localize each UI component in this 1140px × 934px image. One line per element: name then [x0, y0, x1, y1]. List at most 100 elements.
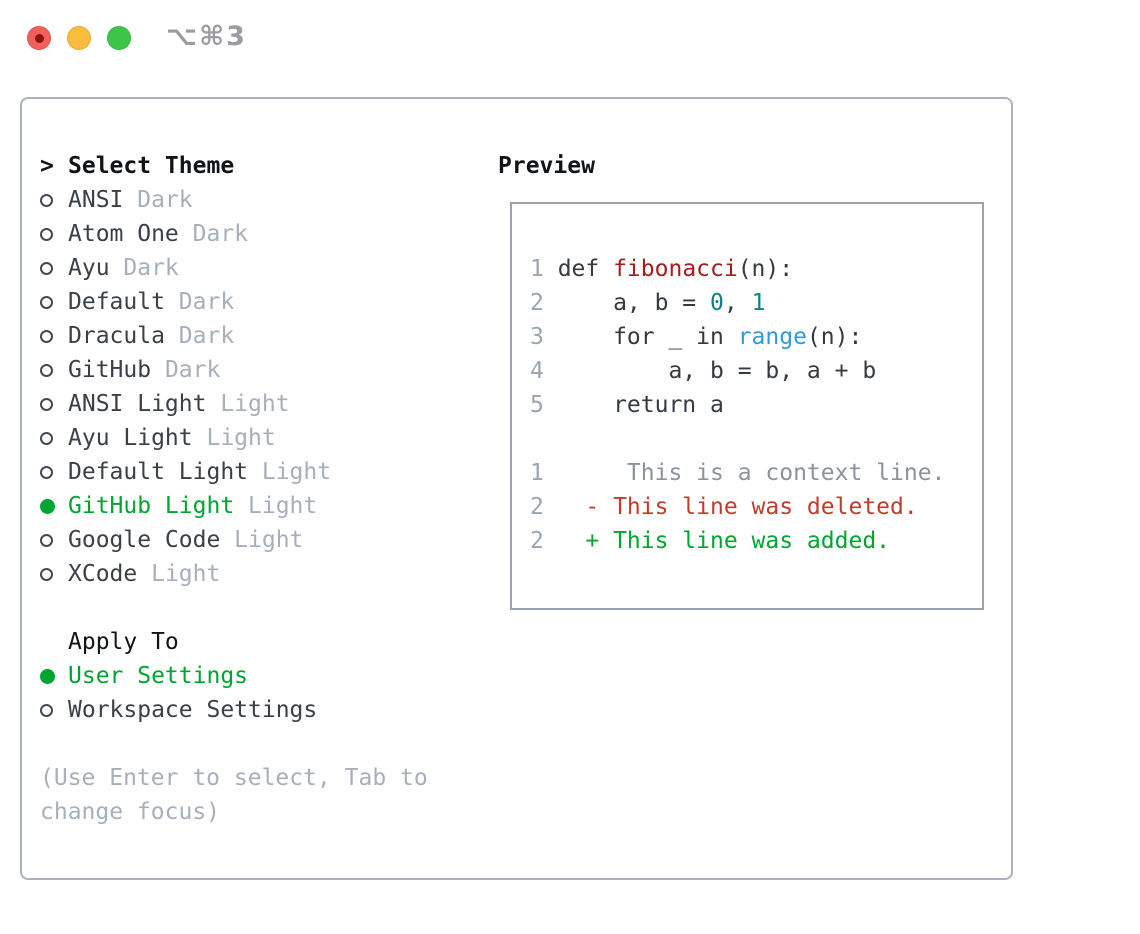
- close-button[interactable]: [27, 26, 51, 50]
- preview-line: 1 def fibonacci(n):: [530, 252, 982, 286]
- radio-icon: [40, 363, 68, 377]
- theme-name: Atom One: [68, 221, 179, 247]
- apply-option-label: User Settings: [68, 663, 249, 689]
- preview-line: 1 This is a context line.: [530, 456, 982, 490]
- theme-name: Google Code: [68, 527, 221, 553]
- theme-variant: Dark: [178, 323, 235, 349]
- theme-variant: Dark: [123, 255, 179, 281]
- line-number: 2: [530, 494, 544, 520]
- code-segment: def: [557, 256, 614, 282]
- theme-variant: Light: [261, 459, 332, 485]
- apply-to-header: Apply To: [40, 625, 442, 659]
- focus-arrow-icon: >: [40, 153, 54, 179]
- theme-item[interactable]: Ayu Dark: [40, 251, 442, 285]
- code-segment: return a: [557, 392, 724, 418]
- theme-variant: Dark: [137, 187, 193, 213]
- radio-icon: [40, 465, 68, 479]
- theme-variant: Light: [234, 527, 304, 553]
- theme-name: ANSI Light: [68, 391, 207, 417]
- code-segment: This is a context line.: [557, 460, 946, 486]
- radio-icon: [40, 193, 68, 207]
- code-segment: - This line was deleted.: [557, 494, 918, 520]
- theme-name: Ayu Light: [68, 425, 193, 451]
- code-segment: ,: [723, 290, 752, 316]
- theme-item[interactable]: XCode Light: [40, 557, 442, 591]
- theme-name: Default Light: [68, 459, 249, 485]
- theme-variant: Light: [151, 561, 221, 587]
- theme-name: ANSI: [68, 187, 124, 213]
- line-number: 4: [530, 358, 544, 384]
- preview-line: 2 a, b = 0, 1: [530, 286, 982, 320]
- preview-title: Preview: [498, 153, 595, 179]
- theme-variant: Light: [248, 493, 318, 519]
- code-segment: fibonacci: [613, 256, 738, 282]
- theme-variant: Light: [220, 391, 290, 417]
- apply-option-label: Workspace Settings: [68, 697, 318, 723]
- theme-item[interactable]: Default Light Light: [40, 455, 442, 489]
- theme-item[interactable]: Google Code Light: [40, 523, 442, 557]
- code-segment: 1: [751, 290, 766, 316]
- theme-list-title: Select Theme: [68, 153, 235, 179]
- theme-name: Ayu: [68, 255, 110, 281]
- radio-icon: [40, 329, 68, 343]
- apply-option[interactable]: User Settings: [40, 659, 442, 693]
- line-number: 5: [530, 392, 544, 418]
- preview-line: [530, 422, 982, 456]
- theme-list-header: > Select Theme: [40, 149, 442, 183]
- titlebar: ⌥⌘3: [0, 0, 1140, 72]
- code-segment: a, b =: [557, 290, 711, 316]
- theme-item[interactable]: GitHub Dark: [40, 353, 442, 387]
- code-segment: (n):: [806, 324, 863, 350]
- preview-line: 5 return a: [530, 388, 982, 422]
- theme-item[interactable]: GitHub Light Light: [40, 489, 442, 523]
- theme-item[interactable]: Ayu Light Light: [40, 421, 442, 455]
- radio-selected-icon: [40, 668, 68, 684]
- code-segment: 0: [710, 290, 724, 316]
- line-number: 1: [530, 256, 544, 282]
- zoom-button[interactable]: [107, 26, 131, 50]
- theme-variant: Dark: [164, 357, 221, 383]
- radio-selected-icon: [40, 498, 68, 514]
- unsaved-dot-icon: [34, 33, 44, 43]
- radio-icon: [40, 567, 68, 581]
- preview-line: 2 + This line was added.: [530, 524, 982, 558]
- theme-variant: Light: [206, 425, 276, 451]
- theme-item[interactable]: ANSI Dark: [40, 183, 442, 217]
- help-text: (Use Enter to select, Tab to change focu…: [40, 765, 428, 825]
- code-segment: (n):: [737, 256, 794, 282]
- theme-name: GitHub Light: [68, 493, 235, 519]
- focus-indicator: >: [40, 153, 68, 179]
- radio-icon: [40, 533, 68, 547]
- radio-icon: [40, 227, 68, 241]
- radio-icon: [40, 703, 68, 717]
- line-number: 3: [530, 324, 544, 350]
- preview-line: 2 - This line was deleted.: [530, 490, 982, 524]
- radio-icon: [40, 295, 68, 309]
- apply-to-title: Apply To: [68, 629, 179, 655]
- line-number: 1: [530, 460, 544, 486]
- line-number: 2: [530, 290, 544, 316]
- preview-line: 4 a, b = b, a + b: [530, 354, 982, 388]
- radio-icon: [40, 431, 68, 445]
- theme-item[interactable]: ANSI Light Light: [40, 387, 442, 421]
- apply-option[interactable]: Workspace Settings: [40, 693, 442, 727]
- radio-icon: [40, 397, 68, 411]
- theme-name: XCode: [68, 561, 138, 587]
- code-segment: range: [737, 324, 807, 350]
- minimize-button[interactable]: [67, 26, 91, 50]
- theme-name: GitHub: [68, 357, 152, 383]
- line-number: 2: [530, 528, 544, 554]
- code-segment: + This line was added.: [557, 528, 891, 554]
- radio-icon: [40, 261, 68, 275]
- code-segment: a, b = b, a + b: [557, 358, 877, 384]
